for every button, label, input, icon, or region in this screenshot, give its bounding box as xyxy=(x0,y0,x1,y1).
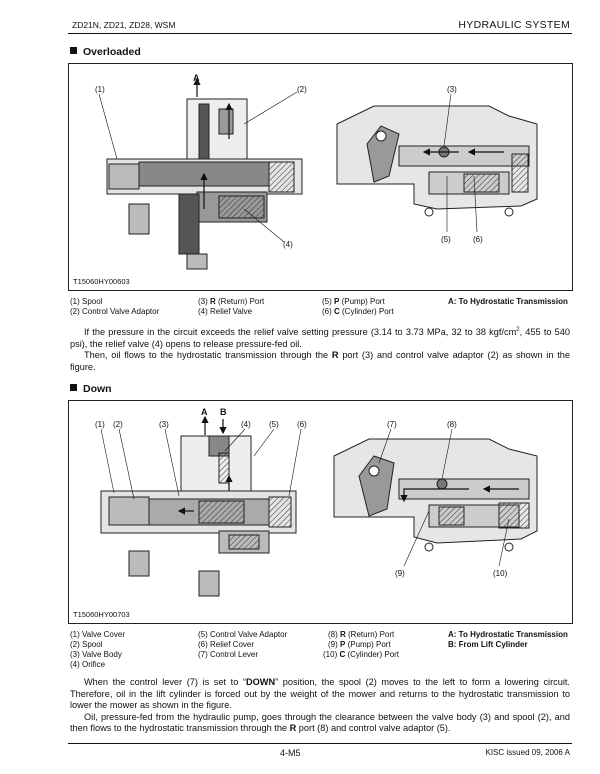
legend-item: (7) Control Lever xyxy=(198,650,259,659)
legend-item: (3) R (Return) Port xyxy=(198,297,265,306)
callout-7: (7) xyxy=(387,420,397,429)
header-section: HYDRAULIC SYSTEM xyxy=(458,19,570,31)
bullet-square-icon xyxy=(70,47,77,54)
legend-item: (4) Orifice xyxy=(70,660,106,669)
callout-2: (2) xyxy=(297,85,307,94)
callout-6: (6) xyxy=(473,235,483,244)
footer-rule xyxy=(68,743,572,744)
lever-section-drawing xyxy=(333,438,538,552)
paragraph: Oil, pressure-fed from the hydraulic pum… xyxy=(70,711,570,734)
callout-4: (4) xyxy=(241,420,251,429)
callout-2: (2) xyxy=(113,420,123,429)
figure-id: T15060HY00703 xyxy=(73,610,130,619)
valve-section-drawing xyxy=(100,435,297,597)
legend-item: (5) P (Pump) Port xyxy=(322,297,385,306)
section-title-down: Down xyxy=(70,383,112,395)
legend-item: (6) Relief Cover xyxy=(198,640,255,649)
callout-9: (9) xyxy=(395,569,405,578)
legend-item: A: To Hydrostatic Transmission xyxy=(448,630,568,639)
figure-down-drawing: (1) (2) (3) (4) (5) (6) A B (7) (8) (9) … xyxy=(95,407,538,597)
issue-info: KISC issued 09, 2006 A xyxy=(485,748,571,757)
callout-1: (1) xyxy=(95,85,105,94)
section-title-overloaded: Overloaded xyxy=(70,46,141,58)
paragraph: When the control lever (7) is set to “DO… xyxy=(70,677,570,711)
callout-a: A xyxy=(193,73,200,83)
legend-item: (2) Control Valve Adaptor xyxy=(70,307,160,316)
legend-overloaded: (1) Spool (2) Control Valve Adaptor (3) … xyxy=(70,297,570,319)
legend-down: (1) Valve Cover (2) Spool (3) Valve Body… xyxy=(70,630,570,670)
callout-a: A xyxy=(201,407,208,417)
header-model: ZD21N, ZD21, ZD28, WSM xyxy=(72,20,176,30)
legend-item: (2) Spool xyxy=(70,640,103,649)
legend-item: (1) Spool xyxy=(70,297,103,306)
valve-section-drawing xyxy=(106,98,303,270)
callout-5: (5) xyxy=(269,420,279,429)
legend-item: (6) C (Cylinder) Port xyxy=(322,307,394,316)
legend-item: (1) Valve Cover xyxy=(70,630,125,639)
header-rule xyxy=(68,33,572,34)
callout-3: (3) xyxy=(447,85,457,94)
overloaded-text: If the pressure in the circuit exceeds t… xyxy=(70,325,570,373)
down-text: When the control lever (7) is set to “DO… xyxy=(70,677,570,735)
callout-1: (1) xyxy=(95,420,105,429)
legend-item: (4) Relief Valve xyxy=(198,307,253,316)
callout-5: (5) xyxy=(441,235,451,244)
callout-6: (6) xyxy=(297,420,307,429)
legend-item: (8) R (Return) Port xyxy=(328,630,395,639)
legend-item: (9) P (Pump) Port xyxy=(328,640,391,649)
figure-id: T15060HY00603 xyxy=(73,277,130,286)
legend-item: A: To Hydrostatic Transmission xyxy=(448,297,568,306)
legend-item: (5) Control Valve Adaptor xyxy=(198,630,288,639)
figure-down: (1) (2) (3) (4) (5) (6) A B (7) (8) (9) … xyxy=(68,400,573,624)
paragraph: If the pressure in the circuit exceeds t… xyxy=(70,327,570,349)
callout-8: (8) xyxy=(447,420,457,429)
legend-item: (3) Valve Body xyxy=(70,650,122,659)
page-number: 4-M5 xyxy=(280,748,301,758)
legend-item: B: From Lift Cylinder xyxy=(448,640,528,649)
callout-4: (4) xyxy=(283,240,293,249)
callout-b: B xyxy=(220,407,227,417)
callout-10: (10) xyxy=(493,569,508,578)
legend-item: (10) C (Cylinder) Port xyxy=(323,650,400,659)
bullet-square-icon xyxy=(70,384,77,391)
lever-section-drawing xyxy=(336,105,538,217)
figure-overloaded: (1) (2) (4) A (3) (5) (6) T15060HY00603 xyxy=(68,63,573,291)
callout-3: (3) xyxy=(159,420,169,429)
figure-overloaded-drawing: (1) (2) (4) A (3) (5) (6) xyxy=(95,73,538,270)
paragraph: Then, oil flows to the hydrostatic trans… xyxy=(70,350,570,372)
